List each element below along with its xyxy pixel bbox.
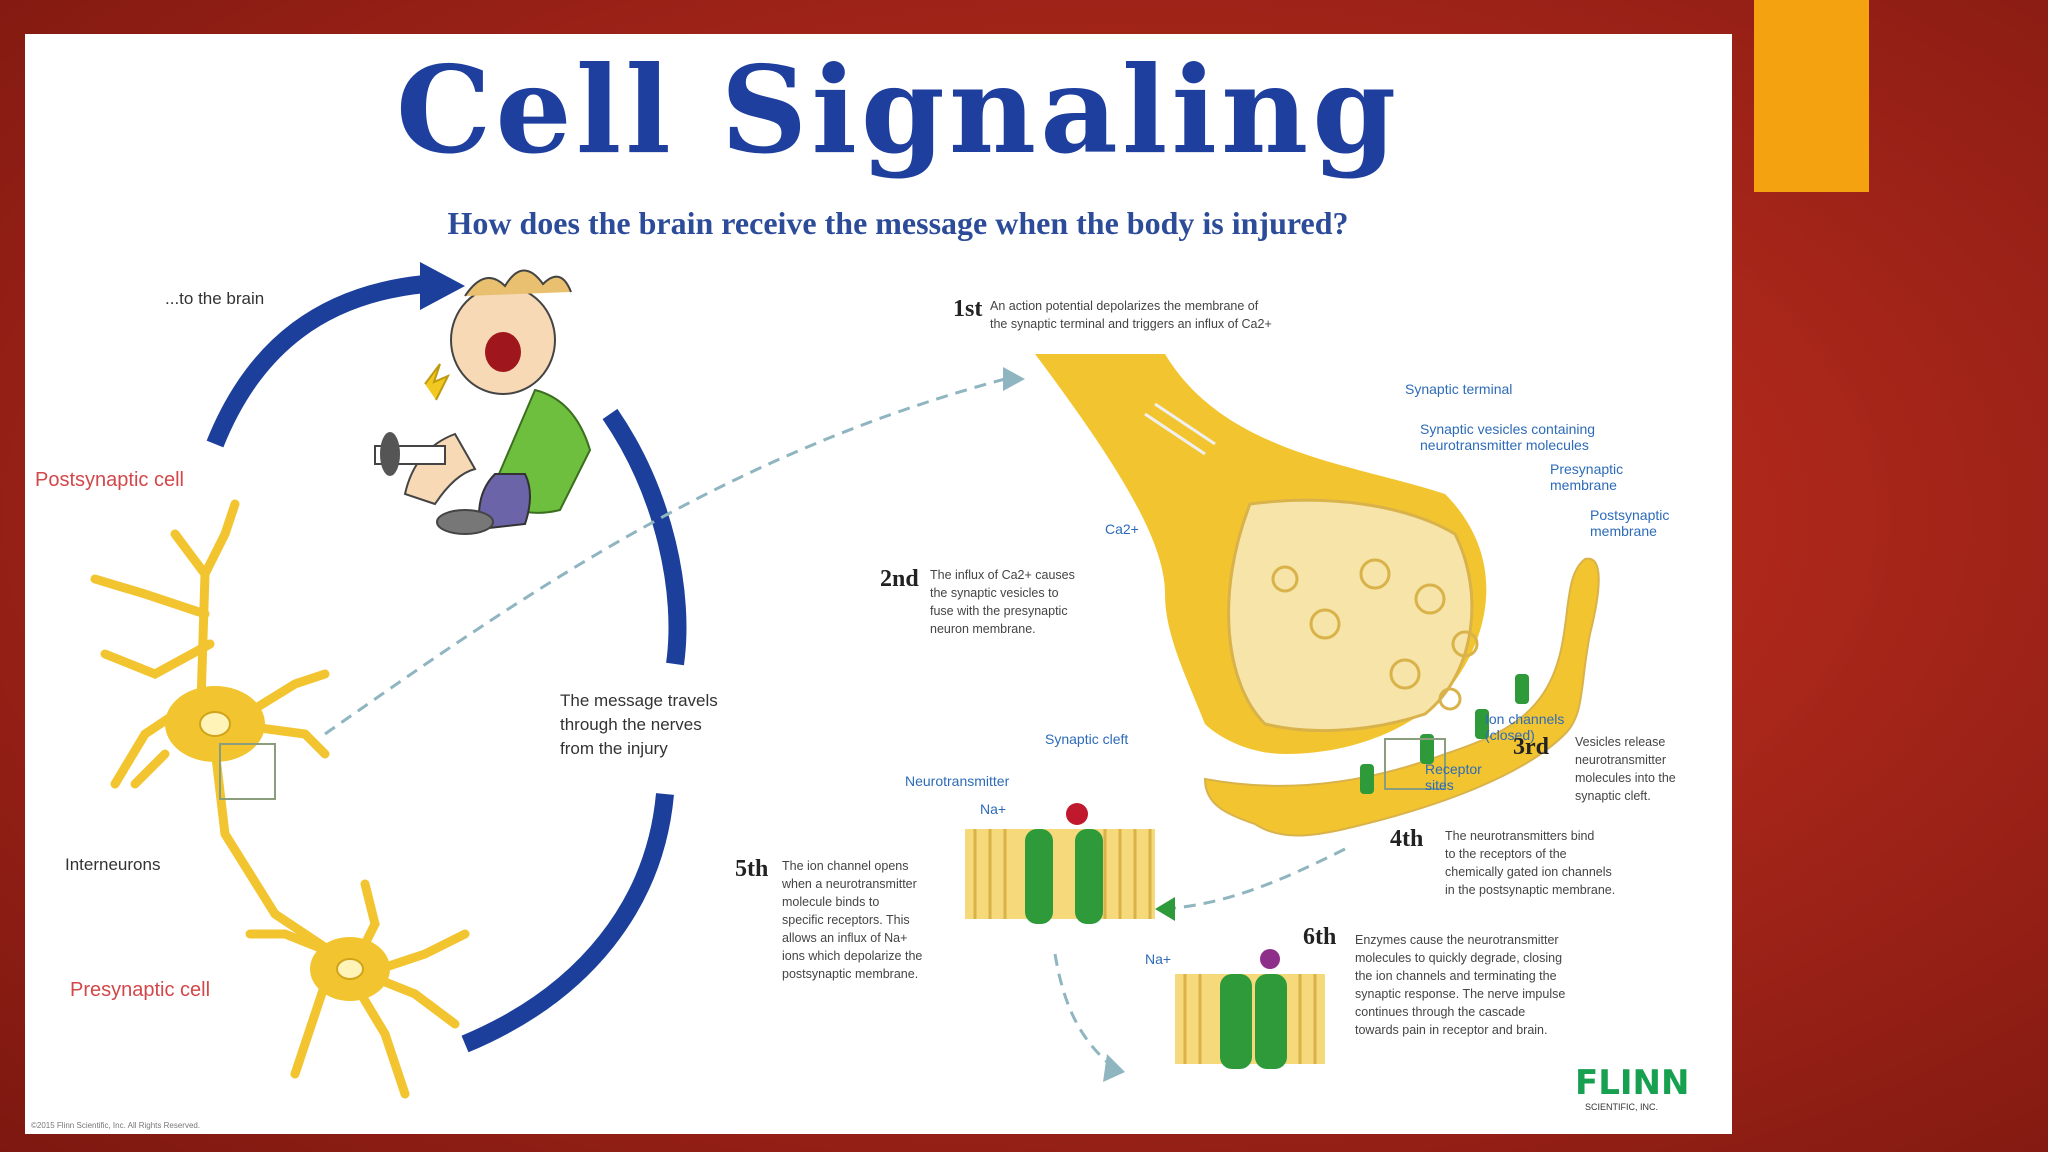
svg-text:fuse with the presynaptic: fuse with the presynaptic bbox=[930, 604, 1068, 618]
svg-text:molecules to quickly degrade,: molecules to quickly degrade, closing bbox=[1355, 951, 1562, 965]
svg-text:The message travels: The message travels bbox=[560, 691, 718, 710]
ion-channel-open bbox=[965, 803, 1155, 924]
ion-channels-label-2: (closed) bbox=[1485, 727, 1535, 743]
postsynaptic-membrane-label: Postsynaptic bbox=[1590, 507, 1669, 523]
synaptic-terminal-illustration bbox=[1035, 354, 1600, 837]
cycle-arrows bbox=[206, 275, 687, 1053]
interneurons-label: Interneurons bbox=[65, 855, 160, 874]
channel-arrowhead-2 bbox=[1103, 1054, 1125, 1082]
svg-text:when a neurotransmitter: when a neurotransmitter bbox=[781, 877, 917, 891]
svg-text:molecules into the: molecules into the bbox=[1575, 771, 1676, 785]
step-4: 4th The neurotransmitters bind to the re… bbox=[1390, 826, 1615, 897]
ca-label: Ca2+ bbox=[1105, 521, 1139, 537]
svg-text:neurotransmitter: neurotransmitter bbox=[1575, 753, 1666, 767]
zoom-dashed-line bbox=[324, 377, 1346, 1071]
synaptic-terminal-label: Synaptic terminal bbox=[1405, 381, 1512, 397]
step-1: 1st An action potential depolarizes the … bbox=[953, 296, 1272, 331]
step-3: 3rd Vesicles release neurotransmitter mo… bbox=[1513, 734, 1676, 803]
svg-text:specific receptors. This: specific receptors. This bbox=[782, 913, 910, 927]
svg-text:continues through the cascade: continues through the cascade bbox=[1355, 1005, 1525, 1019]
channel-arrowhead bbox=[1155, 897, 1175, 921]
svg-text:through the nerves: through the nerves bbox=[560, 715, 702, 734]
synaptic-vesicles-label: Synaptic vesicles containing bbox=[1420, 421, 1595, 437]
flinn-logo: FLINN bbox=[1575, 1063, 1689, 1103]
ion-channels-label: Ion channels bbox=[1485, 711, 1564, 727]
svg-text:to the receptors of the: to the receptors of the bbox=[1445, 847, 1567, 861]
receptor-sites-label: Receptor bbox=[1425, 761, 1482, 777]
poster-subtitle: How does the brain receive the message w… bbox=[447, 205, 1348, 241]
to-brain-label: ...to the brain bbox=[165, 289, 264, 308]
postsynaptic-membrane-label-2: membrane bbox=[1590, 523, 1657, 539]
na-top-label: Na+ bbox=[980, 801, 1006, 817]
svg-text:ions which depolarize the: ions which depolarize the bbox=[782, 949, 922, 963]
svg-text:neuron membrane.: neuron membrane. bbox=[930, 622, 1036, 636]
svg-text:allows an influx of Na+: allows an influx of Na+ bbox=[782, 931, 907, 945]
copyright-credit: ©2015 Flinn Scientific, Inc. All Rights … bbox=[31, 1121, 200, 1130]
svg-text:postsynaptic membrane.: postsynaptic membrane. bbox=[782, 967, 918, 981]
svg-text:the synaptic terminal and trig: the synaptic terminal and triggers an in… bbox=[990, 317, 1272, 331]
svg-text:the ion channels and terminati: the ion channels and terminating the bbox=[1355, 969, 1557, 983]
flinn-logo-subtitle: SCIENTIFIC, INC. bbox=[1585, 1102, 1658, 1112]
svg-text:5th: 5th bbox=[735, 856, 768, 882]
cell-signaling-poster: Cell Signaling How does the brain receiv… bbox=[25, 34, 1732, 1134]
accent-tab bbox=[1754, 0, 1869, 192]
presynaptic-cell-label: Presynaptic cell bbox=[70, 979, 210, 1001]
injured-child-illustration bbox=[374, 269, 592, 535]
svg-text:from the injury: from the injury bbox=[560, 739, 668, 758]
receptor-sites-label-2: sites bbox=[1425, 777, 1454, 793]
svg-text:Enzymes cause the neurotransmi: Enzymes cause the neurotransmitter bbox=[1355, 933, 1559, 947]
presynaptic-membrane-label: Presynaptic bbox=[1550, 461, 1623, 477]
poster-title: Cell Signaling bbox=[396, 40, 1400, 181]
svg-text:chemically gated ion channels: chemically gated ion channels bbox=[1445, 865, 1612, 879]
postsynaptic-cell-label: Postsynaptic cell bbox=[35, 469, 184, 491]
message-travels-label: The message travels through the nerves f… bbox=[560, 691, 718, 758]
svg-text:An action potential depolarize: An action potential depolarizes the memb… bbox=[990, 299, 1259, 313]
na-bottom-label: Na+ bbox=[1145, 951, 1171, 967]
svg-text:synaptic cleft.: synaptic cleft. bbox=[1575, 789, 1651, 803]
neurotransmitter-label: Neurotransmitter bbox=[905, 773, 1010, 789]
svg-text:2nd: 2nd bbox=[880, 566, 919, 592]
svg-text:synaptic response. The nerve i: synaptic response. The nerve impulse bbox=[1355, 987, 1565, 1001]
svg-text:molecule binds to: molecule binds to bbox=[782, 895, 879, 909]
svg-text:1st: 1st bbox=[953, 296, 982, 322]
zoom-arrowhead bbox=[1003, 367, 1025, 391]
svg-text:The ion channel opens: The ion channel opens bbox=[782, 859, 908, 873]
svg-text:The influx of Ca2+ causes: The influx of Ca2+ causes bbox=[930, 568, 1075, 582]
svg-text:3rd: 3rd bbox=[1513, 734, 1550, 760]
synaptic-cleft-label: Synaptic cleft bbox=[1045, 731, 1128, 747]
step-2: 2nd The influx of Ca2+ causes the synapt… bbox=[880, 566, 1075, 636]
synaptic-vesicles-label-2: neurotransmitter molecules bbox=[1420, 437, 1589, 453]
svg-text:in the postsynaptic membrane.: in the postsynaptic membrane. bbox=[1445, 883, 1615, 897]
step-6: 6th Enzymes cause the neurotransmitter m… bbox=[1303, 924, 1565, 1037]
presynaptic-membrane-label-2: membrane bbox=[1550, 477, 1617, 493]
step-5: 5th The ion channel opens when a neurotr… bbox=[735, 856, 922, 981]
svg-text:The neurotransmitters bind: The neurotransmitters bind bbox=[1445, 829, 1594, 843]
cycle-arrowhead bbox=[420, 262, 465, 310]
svg-text:the synaptic vesicles to: the synaptic vesicles to bbox=[930, 586, 1059, 600]
postsynaptic-neuron bbox=[90, 499, 340, 959]
svg-text:4th: 4th bbox=[1390, 826, 1423, 852]
svg-text:towards pain in receptor and b: towards pain in receptor and brain. bbox=[1355, 1023, 1547, 1037]
ion-channel-closed bbox=[1175, 949, 1325, 1069]
svg-text:Vesicles release: Vesicles release bbox=[1575, 735, 1665, 749]
synapse-highlight-box bbox=[219, 743, 276, 800]
svg-text:6th: 6th bbox=[1303, 924, 1336, 950]
